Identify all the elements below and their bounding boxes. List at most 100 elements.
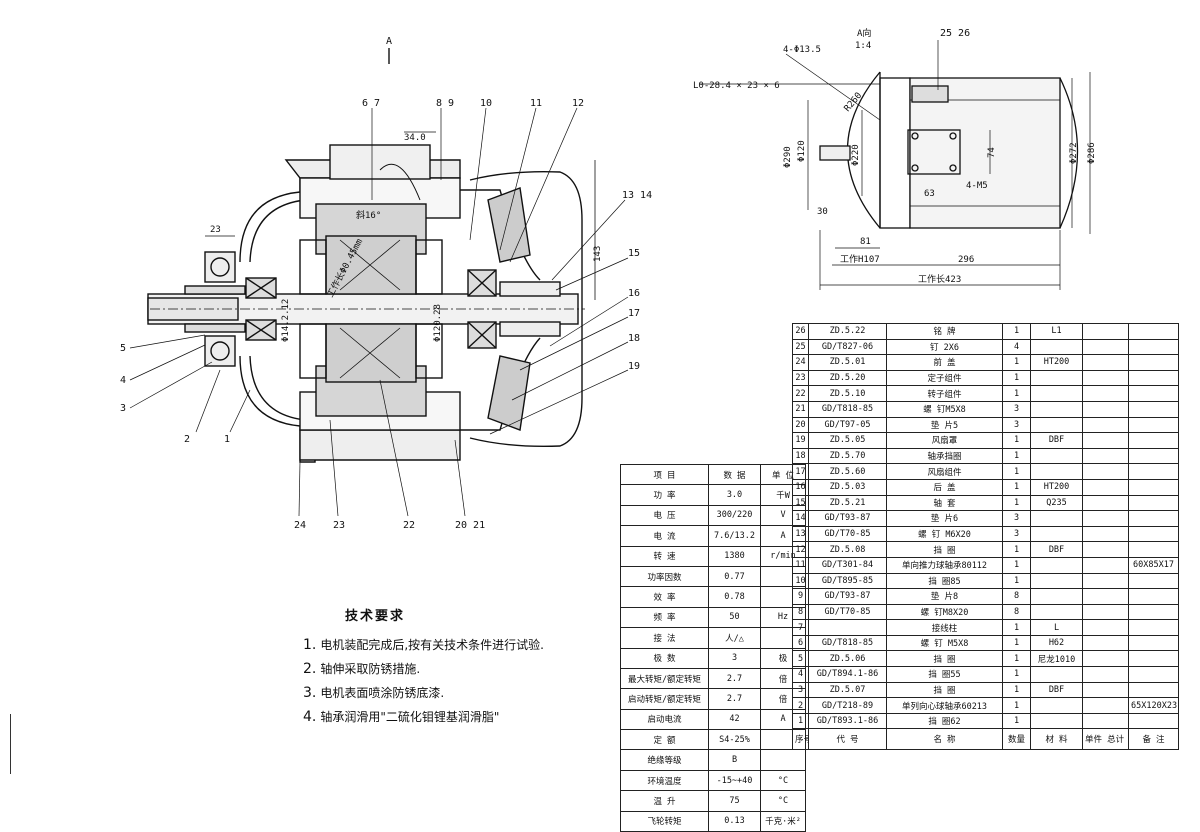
table-cell bbox=[1082, 556, 1129, 574]
table-cell bbox=[1082, 447, 1129, 465]
table-cell: 启动转矩/额定转矩 bbox=[620, 688, 709, 710]
table-cell bbox=[1082, 650, 1129, 668]
callout-15: 15 bbox=[628, 248, 640, 259]
dim-4-13-5: 4-Φ13.5 bbox=[783, 45, 821, 55]
table-cell: 效 率 bbox=[620, 586, 709, 608]
callout-3: 3 bbox=[120, 403, 126, 414]
table-cell: 1 bbox=[1002, 666, 1031, 683]
table-cell: 12 bbox=[792, 541, 809, 558]
table-cell: 铭 牌 bbox=[886, 323, 1003, 340]
dim-423: 工作长423 bbox=[918, 273, 961, 285]
table-cell: 10 bbox=[792, 572, 809, 590]
table-cell: 挡 圈55 bbox=[886, 666, 1003, 683]
table-cell: 1 bbox=[1002, 494, 1031, 512]
table-cell: 钉 2X6 bbox=[886, 338, 1003, 356]
table-cell: 轴承挡圈 bbox=[886, 447, 1003, 465]
callout-17: 17 bbox=[628, 308, 640, 319]
table-cell: 2 bbox=[792, 697, 809, 714]
table-cell bbox=[1030, 400, 1083, 418]
dim-272: Φ272 bbox=[1069, 142, 1079, 164]
terminal-box bbox=[329, 144, 431, 180]
table-cell: 1 bbox=[1002, 650, 1031, 668]
callout-4: 4 bbox=[120, 375, 126, 386]
table-cell: DBF bbox=[1030, 681, 1083, 699]
table-cell: 3 bbox=[1002, 510, 1031, 527]
view-a-label: A bbox=[386, 36, 392, 47]
table-cell: 单件 总计 重量 bbox=[1082, 728, 1129, 751]
table-cell bbox=[1082, 432, 1129, 449]
table-cell: 23 bbox=[792, 369, 809, 387]
end-shaft bbox=[819, 145, 851, 161]
table-cell: 20 bbox=[792, 416, 809, 434]
dim-286: Φ286 bbox=[1087, 142, 1097, 164]
callout-8-9: 8 9 bbox=[436, 98, 454, 109]
tech-item-number: 4. bbox=[303, 709, 317, 725]
callout-12: 12 bbox=[572, 98, 584, 109]
table-cell: 24 bbox=[792, 354, 809, 371]
dim-rotor-dia: Φ120.28 bbox=[433, 304, 443, 342]
dim-290: Φ290 bbox=[783, 146, 793, 168]
table-cell: 65X120X23 bbox=[1128, 697, 1179, 714]
table-cell: 挡 圈 bbox=[886, 650, 1003, 668]
table-cell bbox=[1128, 666, 1179, 683]
table-cell bbox=[1128, 525, 1179, 543]
table-cell: GD/T70-85 bbox=[808, 525, 887, 543]
table-cell bbox=[1082, 354, 1129, 371]
table-cell: S4-25% bbox=[708, 729, 761, 751]
table-cell bbox=[1082, 681, 1129, 699]
callout-19: 19 bbox=[628, 361, 640, 372]
callout-18: 18 bbox=[628, 333, 640, 344]
nameplate bbox=[911, 85, 949, 103]
table-cell: 定 额 bbox=[620, 729, 709, 751]
tech-item-text: 轴伸采取防锈措施. bbox=[320, 662, 421, 676]
table-cell: 名 称 bbox=[886, 728, 1003, 751]
callout-13-14: 13 14 bbox=[622, 190, 652, 201]
table-cell bbox=[1128, 447, 1179, 465]
table-cell: 人/△ bbox=[708, 627, 761, 649]
table-cell: 挡 圈85 bbox=[886, 572, 1003, 590]
table-cell: 26 bbox=[792, 323, 809, 340]
table-cell bbox=[1030, 588, 1083, 605]
table-cell: 3 bbox=[1002, 400, 1031, 418]
table-cell: 材 料 bbox=[1030, 728, 1083, 751]
table-cell: 4 bbox=[792, 666, 809, 683]
table-cell bbox=[1082, 634, 1129, 652]
table-cell: 75 bbox=[708, 790, 761, 812]
table-cell: 功率因数 bbox=[620, 565, 709, 588]
table-cell bbox=[1030, 385, 1083, 402]
table-cell: GD/T93-87 bbox=[808, 588, 887, 605]
table-cell: 3 bbox=[708, 647, 761, 669]
dim-34: 34.0 bbox=[404, 133, 426, 143]
table-cell bbox=[1082, 385, 1129, 402]
table-cell bbox=[1082, 323, 1129, 340]
table-cell: 螺 钉M8X20 bbox=[886, 603, 1003, 621]
table-cell: GD/T827-06 bbox=[808, 338, 887, 356]
table-cell bbox=[1082, 400, 1129, 418]
table-cell: 2.7 bbox=[708, 688, 761, 710]
table-cell bbox=[1128, 432, 1179, 449]
table-cell: 8 bbox=[1002, 588, 1031, 605]
table-cell bbox=[1128, 634, 1179, 652]
dim-4-m5: 4-M5 bbox=[966, 181, 988, 191]
table-cell: Q235 bbox=[1030, 494, 1083, 512]
table-cell: 1 bbox=[1002, 681, 1031, 699]
table-cell bbox=[1030, 447, 1083, 465]
table-cell: 1 bbox=[1002, 697, 1031, 714]
dim-74: 74 bbox=[987, 147, 997, 158]
dim-skew: 斜16° bbox=[356, 209, 381, 221]
table-cell: HT200 bbox=[1030, 354, 1083, 371]
